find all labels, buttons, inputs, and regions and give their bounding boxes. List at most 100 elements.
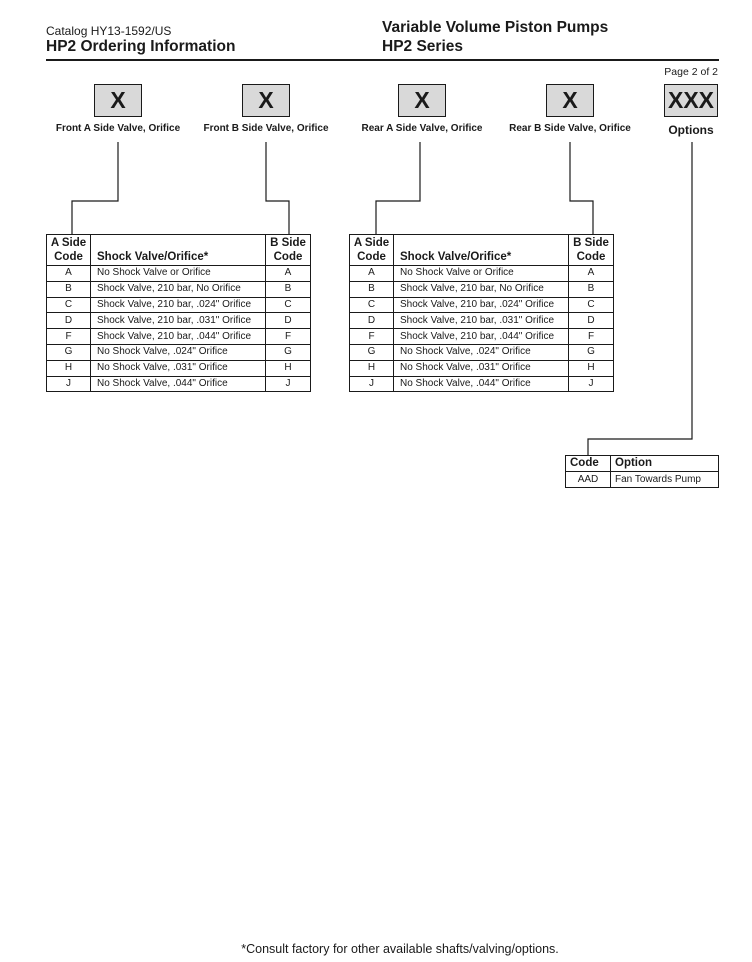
desc-cell: Shock Valve, 210 bar, No Orifice [393,280,569,298]
a-code-cell: H [46,359,91,377]
a-code-cell: H [349,359,394,377]
options-code-box: XXX [664,84,718,117]
front-a-label: Front A Side Valve, Orifice [55,123,181,134]
b-code-cell: F [265,328,311,345]
code-header: Code [565,455,611,472]
b-code-cell: B [265,280,311,298]
front-a-connector [71,142,119,234]
series-title: HP2 Series [382,38,463,55]
section-title: HP2 Ordering Information [46,38,236,55]
front-b-code-box: X [242,84,290,117]
table-header-row: Code Option [565,455,719,472]
shock-valve-header: Shock Valve/Orifice* [393,234,569,266]
desc-cell: Shock Valve, 210 bar, .024" Orifice [393,296,569,314]
b-code-cell: F [568,328,614,345]
a-code-cell: B [46,280,91,298]
footnote: *Consult factory for other available sha… [241,942,559,956]
a-code-cell: J [46,375,91,393]
rear-b-code-box: X [546,84,594,117]
b-code-cell: J [265,375,311,393]
b-code-cell: G [265,343,311,361]
header-line: Code [357,251,386,263]
header-line: A Side [353,237,390,249]
b-code-cell: J [568,375,614,393]
desc-cell: Shock Valve, 210 bar, .031" Orifice [90,312,266,330]
rear-b-connector [569,142,594,234]
a-code-cell: F [349,328,394,345]
desc-cell: No Shock Valve, .024" Orifice [393,343,569,361]
page-number: Page 2 of 2 [664,66,718,78]
header-line: B Side [270,237,306,249]
b-code-cell: H [568,359,614,377]
b-code-cell: D [265,312,311,330]
front-a-code-box: X [94,84,142,117]
desc-cell: Shock Valve, 210 bar, .044" Orifice [90,328,266,345]
header-line: Code [273,251,303,263]
option-desc-cell: Fan Towards Pump [610,471,719,488]
desc-cell: Shock Valve, 210 bar, .024" Orifice [90,296,266,314]
options-table: Code Option AAD Fan Towards Pump [565,455,719,488]
a-code-cell: C [46,296,91,314]
a-code-cell: C [349,296,394,314]
options-label: Options [668,123,714,137]
a-code-cell: G [349,343,394,361]
desc-cell: Shock Valve, 210 bar, .031" Orifice [393,312,569,330]
front-b-connector [265,142,290,234]
desc-cell: Shock Valve, 210 bar, .044" Orifice [393,328,569,345]
header-line: A Side [50,237,87,249]
b-code-cell: D [568,312,614,330]
b-code-cell: B [568,280,614,298]
front-b-label: Front B Side Valve, Orifice [203,123,329,134]
a-code-cell: F [46,328,91,345]
options-connector [587,142,693,455]
b-code-cell: C [568,296,614,314]
rear-a-label: Rear A Side Valve, Orifice [361,123,483,134]
catalog-number: Catalog HY13-1592/US [46,24,172,38]
header-line: Code [54,251,83,263]
b-code-cell: C [265,296,311,314]
table-row: AAD Fan Towards Pump [565,471,719,488]
b-code-cell: H [265,359,311,377]
desc-cell: No Shock Valve, .044" Orifice [90,375,266,393]
header-line: B Side [573,237,609,249]
desc-cell: No Shock Valve, .044" Orifice [393,375,569,393]
desc-cell: No Shock Valve or Orifice [393,265,569,282]
a-code-cell: B [349,280,394,298]
a-code-cell: D [46,312,91,330]
desc-cell: Shock Valve, 210 bar, No Orifice [90,280,266,298]
option-header: Option [610,455,719,472]
desc-cell: No Shock Valve, .024" Orifice [90,343,266,361]
desc-cell: No Shock Valve, .031" Orifice [90,359,266,377]
desc-cell: No Shock Valve, .031" Orifice [393,359,569,377]
desc-cell: No Shock Valve or Orifice [90,265,266,282]
a-code-cell: A [349,265,394,282]
b-code-cell: A [568,265,614,282]
header-rule [46,59,719,61]
a-code-cell: J [349,375,394,393]
header-line: Code [576,251,606,263]
rear-a-connector [375,142,421,234]
rear-a-code-box: X [398,84,446,117]
b-code-cell: A [265,265,311,282]
